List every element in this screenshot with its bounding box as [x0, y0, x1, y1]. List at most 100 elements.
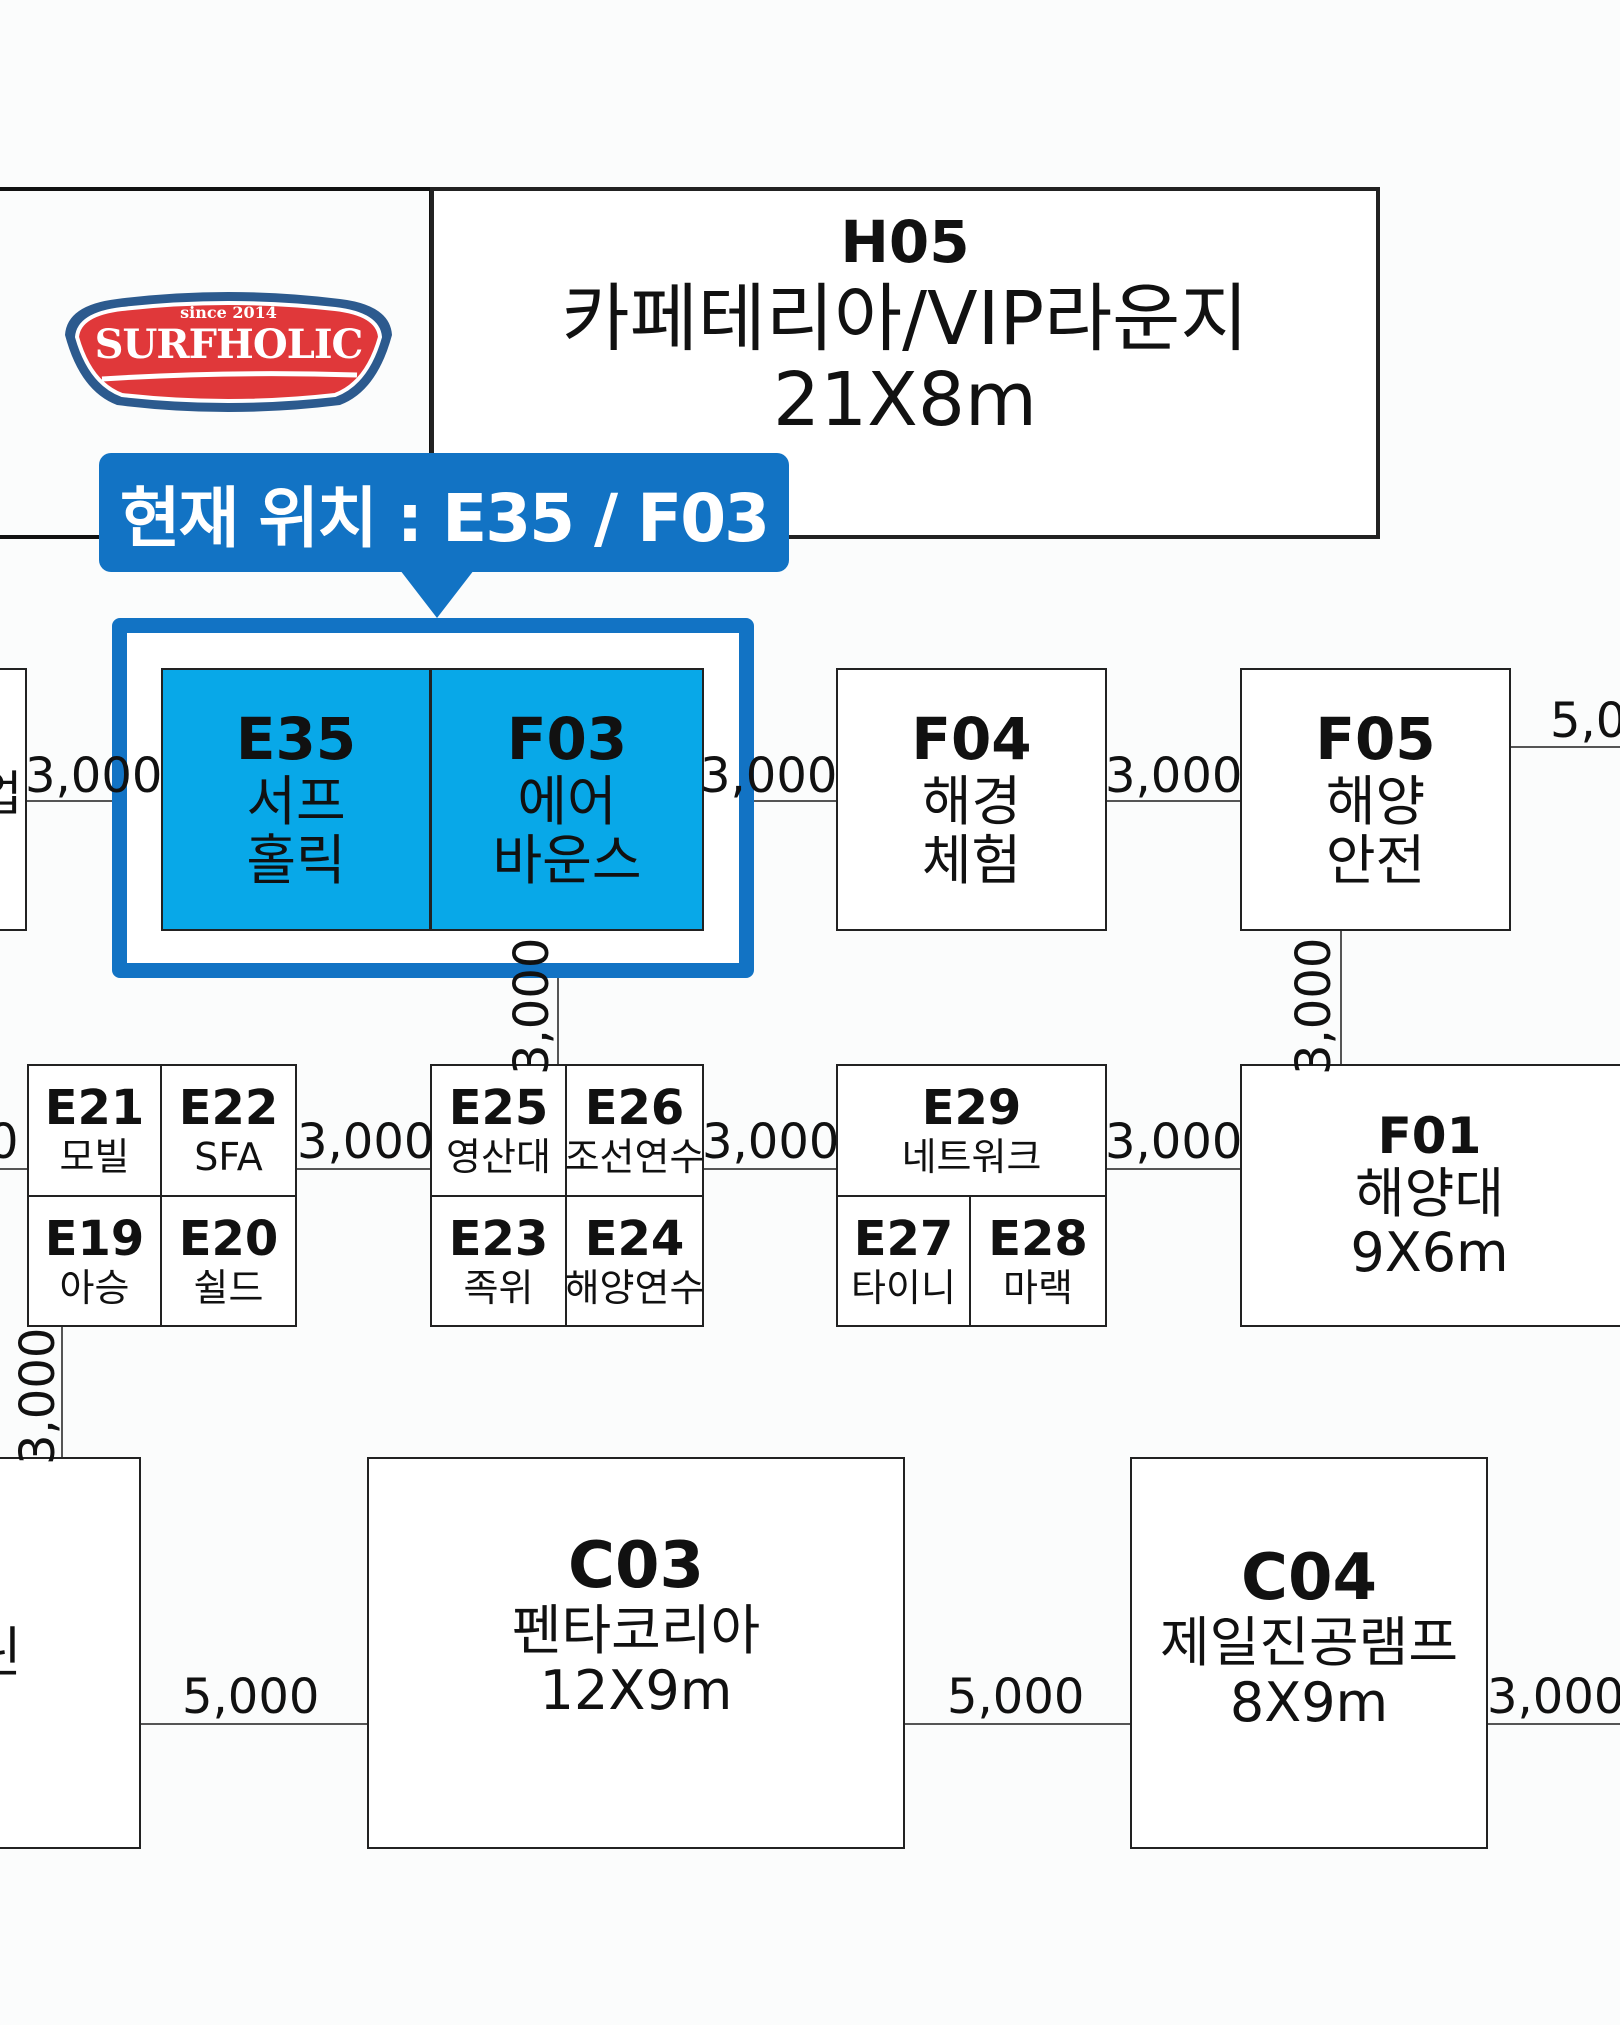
- left-partial-text: 업: [0, 766, 23, 822]
- booth-code: F03: [506, 705, 628, 774]
- booth-name: 네트워크: [901, 1135, 1042, 1180]
- booth-name-line1: 해경: [921, 770, 1022, 833]
- booth-code: E19: [44, 1210, 145, 1267]
- connector-line: [704, 1168, 836, 1170]
- booth-code: E24: [584, 1210, 685, 1267]
- connector-line: [704, 800, 836, 802]
- connector-line: [1107, 1168, 1240, 1170]
- dimension-label: 3,000: [297, 1114, 435, 1170]
- booth-left-partial-row3[interactable]: 린: [0, 1457, 141, 1849]
- connector-line: [297, 1168, 430, 1170]
- booth-code: E20: [178, 1210, 279, 1267]
- booth-name-line1: 해양: [1325, 770, 1426, 833]
- booth-name: 족위: [463, 1265, 534, 1310]
- dimension-label: 3,000: [1105, 1114, 1243, 1170]
- booth-name: 해양연수: [564, 1265, 705, 1310]
- booth-code: E26: [584, 1080, 685, 1137]
- connector-line: [1107, 800, 1240, 802]
- booth-code: E22: [178, 1080, 279, 1137]
- booth-code: E29: [921, 1080, 1022, 1137]
- booth-f05[interactable]: F05 해양 안전: [1240, 668, 1511, 931]
- connector-line: [1510, 746, 1620, 748]
- dimension-label: 3,000: [702, 1114, 840, 1170]
- booth-code: E23: [448, 1210, 549, 1267]
- dimension-label: 5,000: [182, 1669, 320, 1725]
- connector-line: [0, 1168, 27, 1170]
- logo-name: SURFHOLIC: [94, 321, 364, 368]
- dimension-label: 3,000: [1105, 748, 1243, 804]
- connector-line: [27, 800, 161, 802]
- booth-name: 마랙: [1003, 1265, 1073, 1310]
- booth-name: 해양대: [1354, 1161, 1505, 1225]
- booth-name-line1: 서프: [246, 770, 346, 833]
- callout-pointer: [400, 570, 474, 618]
- booth-code: H05: [840, 208, 970, 276]
- dimension-label: 3,000: [1487, 1669, 1620, 1725]
- connector-line: [557, 978, 559, 1064]
- booth-h05[interactable]: H05 카페테리아/VIP라운지 21X8m: [430, 187, 1380, 539]
- dimension-label: 5,0: [1550, 693, 1620, 749]
- dimension-label: 3,000: [504, 937, 560, 1075]
- dimension-label: 3,000: [700, 748, 838, 804]
- booth-size: 12X9m: [539, 1658, 733, 1722]
- booth-name: 조선연수: [564, 1135, 705, 1180]
- booth-name: 쉴드: [193, 1265, 264, 1310]
- booth-name: 제일진공램프: [1159, 1611, 1459, 1675]
- surfholic-logo: since 2014 SURFHOLIC: [57, 287, 400, 416]
- booth-code: E27: [853, 1210, 954, 1267]
- booth-name: 영산대: [446, 1135, 551, 1180]
- booth-name-line2: 바운스: [492, 829, 642, 893]
- current-location-text: 현재 위치 : E35 / F03: [119, 479, 770, 557]
- booth-name: 모빌: [59, 1135, 130, 1180]
- booth-name: 타이니: [851, 1265, 956, 1310]
- booth-name-line2: 체험: [921, 829, 1022, 893]
- booth-code: E28: [988, 1210, 1088, 1267]
- booth-code: F01: [1377, 1106, 1482, 1165]
- booth-name: 펜타코리아: [511, 1599, 761, 1663]
- booth-name: SFA: [194, 1135, 263, 1180]
- booth-name: 카페테리아/VIP라운지: [561, 275, 1249, 362]
- logo-since: since 2014: [180, 303, 277, 322]
- booth-name: 아승: [59, 1265, 130, 1310]
- booth-f01[interactable]: F01 해양대 9X6m: [1240, 1064, 1620, 1327]
- booth-code: C03: [567, 1529, 705, 1603]
- connector-line: [61, 1327, 63, 1457]
- left-partial-text: 린: [0, 1623, 22, 1683]
- dimension-label: 3,000: [10, 1327, 66, 1465]
- left-partial-text: 0: [0, 1114, 19, 1170]
- booth-size: 21X8m: [772, 357, 1038, 444]
- booth-c04[interactable]: C04 제일진공램프 8X9m: [1130, 1457, 1488, 1849]
- booth-code: C04: [1240, 1541, 1378, 1615]
- booth-code: F04: [911, 705, 1032, 774]
- booth-name-line2: 홀릭: [246, 829, 346, 893]
- dimension-label: 5,000: [947, 1669, 1085, 1725]
- booth-c03[interactable]: C03 펜타코리아 12X9m: [367, 1457, 905, 1849]
- connector-line: [1488, 1723, 1620, 1725]
- booth-code: E21: [44, 1080, 145, 1137]
- booth-name-line2: 안전: [1325, 829, 1426, 893]
- booth-name-line1: 에어: [517, 770, 617, 833]
- booth-size: 8X9m: [1229, 1670, 1389, 1734]
- connector-line: [904, 1723, 1130, 1725]
- booth-e35[interactable]: E35 서프 홀릭: [161, 668, 431, 931]
- dimension-label: 3,000: [25, 748, 163, 804]
- dimension-label: 3,000: [1286, 937, 1342, 1075]
- booth-f04[interactable]: F04 해경 체험: [836, 668, 1107, 931]
- connector-line: [141, 1723, 367, 1725]
- booth-code: F05: [1315, 705, 1436, 774]
- booth-f03[interactable]: F03 에어 바운스: [430, 668, 704, 931]
- connector-line: [1340, 931, 1342, 1064]
- booth-left-partial[interactable]: [0, 668, 27, 931]
- booth-code: E25: [448, 1080, 549, 1137]
